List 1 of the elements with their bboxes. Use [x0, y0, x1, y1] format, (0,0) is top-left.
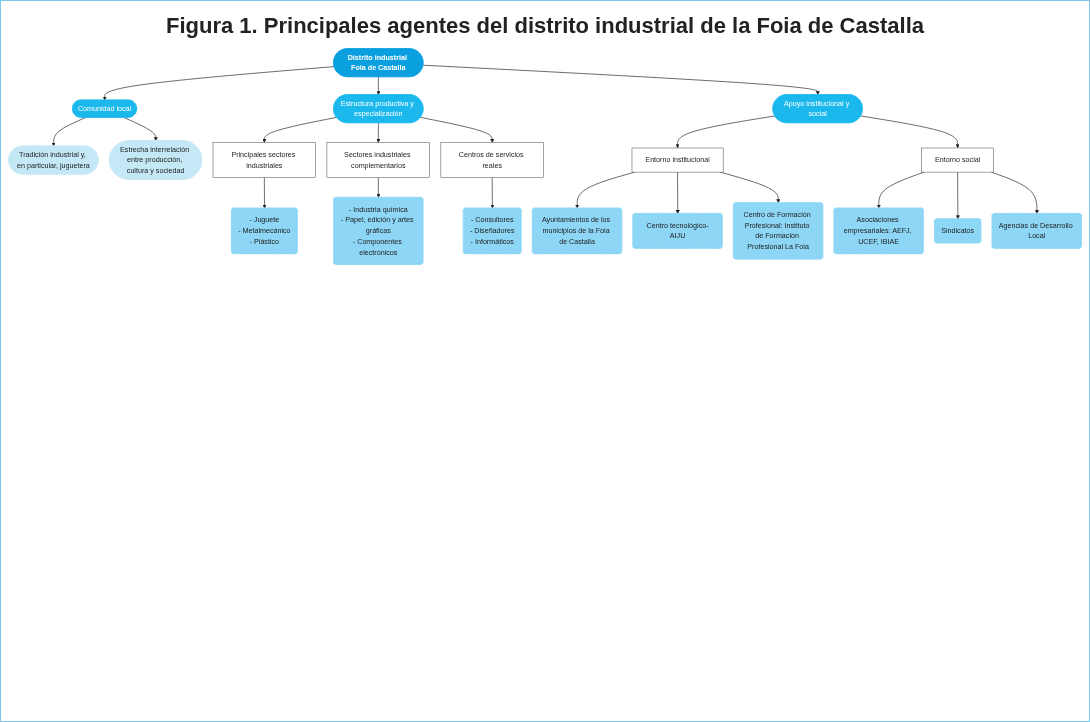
figure-title: Figura 1. Principales agentes del distrito industrial de la Foia de Castalla — [166, 13, 924, 39]
